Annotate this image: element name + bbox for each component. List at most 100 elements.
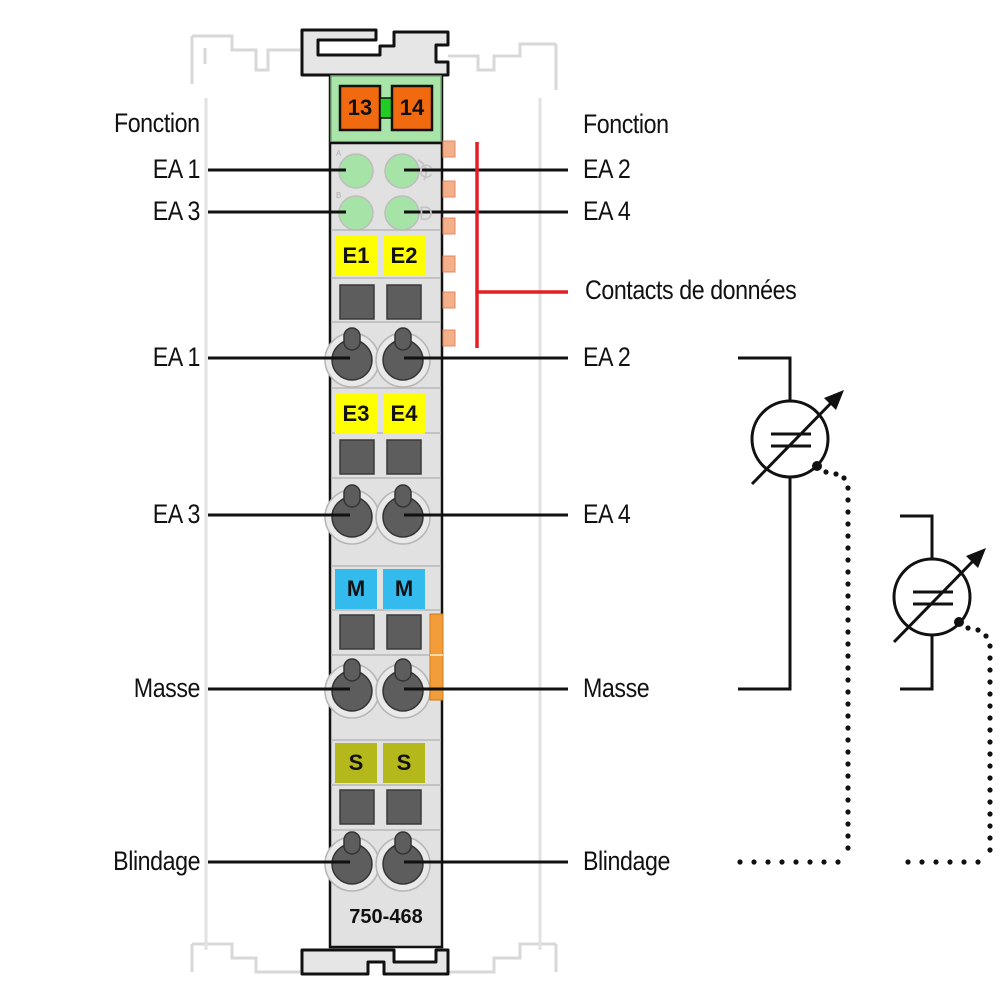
dot [987,835,993,841]
led-a-letter: A [336,149,342,158]
dot [835,859,841,865]
led-b [338,195,374,231]
dot [845,557,851,563]
led-a [338,153,374,189]
bottom-clip [300,948,450,976]
clamp-entry [375,658,431,719]
slot-m-left: M [335,569,377,609]
dot [919,859,925,865]
dot [845,809,851,815]
dot [845,497,851,503]
right-header: Fonction [583,109,669,139]
dot [983,633,989,639]
dot [965,625,971,631]
led-d-letter: D [419,204,433,225]
left-terminal-ea1: EA 1 [152,342,201,372]
terminal-14-label: 14 [399,95,425,120]
dot [845,629,851,635]
dot [845,773,851,779]
right-shield: Blindage [583,846,670,876]
data-contacts-bracket [475,142,568,348]
dot [845,713,851,719]
led-b-letter: B [336,191,342,200]
led-c-letter: C [419,162,433,183]
led-c [384,153,420,189]
dot [845,569,851,575]
dot [737,859,743,865]
dot [987,691,993,697]
dot [947,859,953,865]
right-terminal-ea4: EA 4 [583,499,631,529]
dot [845,677,851,683]
dot [845,521,851,527]
dot [765,859,771,865]
clamp-entry [324,327,380,388]
dot [779,859,785,865]
clamp-entry [375,327,431,388]
slot-e4: E4 [383,394,425,434]
dot [987,751,993,757]
slot-s-right: S [383,743,425,783]
clamp-entry [324,658,380,719]
dot [845,845,851,851]
dot [845,689,851,695]
left-led-3: EA 3 [152,196,201,226]
sensor-1 [738,356,844,691]
left-shield: Blindage [113,846,200,876]
module-number: 750-468 [349,906,423,928]
slot-e1: E1 [335,236,377,276]
slot-e3: E3 [335,394,377,434]
dot [987,715,993,721]
dot [845,581,851,587]
dot [987,823,993,829]
dot [987,739,993,745]
dot [807,859,813,865]
dot [845,593,851,599]
dot [987,643,993,649]
dot [845,737,851,743]
dot [845,545,851,551]
dot [933,859,939,865]
top-clip [300,28,450,77]
dot [845,821,851,827]
dot [793,859,799,865]
dot [845,605,851,611]
dot [845,641,851,647]
dot [845,725,851,731]
dot [987,667,993,673]
led-d [384,195,420,231]
dot [987,679,993,685]
terminal-13-label: 13 [347,95,373,120]
dot [841,475,847,481]
right-data-contacts: Contacts de données [585,275,797,305]
left-terminal-ea3: EA 3 [152,499,201,529]
right-ground: Masse [583,673,650,703]
dot [987,811,993,817]
dot [833,471,839,477]
clamp-entry [375,831,431,892]
clamp-entry [324,831,380,892]
right-led-2: EA 2 [583,154,631,184]
clamp-entry [375,484,431,545]
left-ground: Masse [133,673,201,703]
dot [845,761,851,767]
dot [905,859,911,865]
dot [845,653,851,659]
slot-s-left: S [335,743,377,783]
dot [987,787,993,793]
dot [845,701,851,707]
left-led-1: EA 1 [152,154,201,184]
dot [845,665,851,671]
sensor-2 [892,514,986,691]
dot [987,703,993,709]
dot [987,799,993,805]
right-led-4: EA 4 [583,196,631,226]
side-marker [429,613,444,701]
din-rail-outline [190,34,558,974]
dot [845,485,851,491]
dot [975,859,981,865]
dot [751,859,757,865]
dot [845,833,851,839]
dot [845,785,851,791]
